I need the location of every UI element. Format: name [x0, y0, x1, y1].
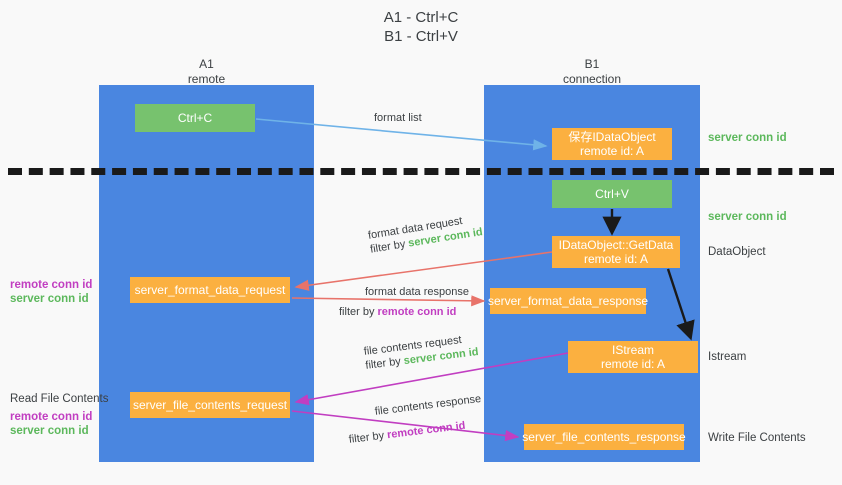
lane-b1-subtitle: connection — [562, 72, 622, 86]
box-server-format-data-response-label: server_format_data_response — [487, 294, 649, 308]
box-server-file-contents-response-label: server_file_contents_response — [522, 430, 686, 444]
right-label-dataobject: DataObject — [708, 246, 766, 258]
lane-a1-subtitle: remote — [187, 72, 226, 86]
filter-prefix: filter by — [348, 429, 388, 446]
left-label-server-conn-id-1: server conn id — [10, 293, 89, 305]
box-getdata-line2: remote id: A — [583, 252, 648, 266]
box-ctrl-v[interactable]: Ctrl+V — [552, 180, 672, 208]
box-server-file-contents-request-label: server_file_contents_request — [132, 398, 288, 412]
box-getdata-text: IDataObject::GetData remote id: A — [559, 238, 674, 266]
filter-prefix: filter by — [339, 306, 378, 318]
box-save-idataobject-line2: remote id: A — [579, 144, 645, 158]
edge-label-format-data-response-filter: filter by remote conn id — [339, 305, 456, 319]
filter-id-remote-conn: remote conn id — [377, 306, 457, 318]
right-label-server-conn-id-mid: server conn id — [708, 211, 787, 223]
box-istream-line1: IStream — [611, 343, 654, 357]
filter-id-remote-conn: remote conn id — [386, 419, 467, 442]
lane-a1-name: A1 — [199, 57, 214, 71]
title-line-2: B1 - Ctrl+V — [384, 28, 458, 45]
filter-prefix: filter by — [364, 355, 405, 372]
box-istream[interactable]: IStream remote id: A — [568, 341, 698, 373]
box-server-file-contents-request[interactable]: server_file_contents_request — [130, 392, 290, 418]
left-label-remote-conn-id-2: remote conn id — [10, 411, 93, 423]
diagram-title: A1 - Ctrl+C B1 - Ctrl+V — [0, 8, 842, 46]
right-label-server-conn-id-top: server conn id — [708, 132, 787, 144]
box-idataobject-getdata[interactable]: IDataObject::GetData remote id: A — [552, 236, 680, 268]
right-label-istream: Istream — [708, 351, 747, 363]
left-label-remote-conn-id-1: remote conn id — [10, 279, 93, 291]
box-ctrl-c[interactable]: Ctrl+C — [135, 104, 255, 132]
box-server-format-data-request[interactable]: server_format_data_request — [130, 277, 290, 303]
box-ctrl-c-label: Ctrl+C — [177, 111, 213, 125]
lane-header-b1: B1 connection — [484, 57, 700, 87]
edge-label-file-contents-request: file contents request filter by server c… — [363, 331, 479, 373]
box-server-file-contents-response[interactable]: server_file_contents_response — [522, 424, 686, 450]
left-label-server-conn-id-2: server conn id — [10, 425, 89, 437]
title-line-1: A1 - Ctrl+C — [383, 9, 459, 26]
box-server-format-data-response[interactable]: server_format_data_response — [487, 288, 649, 314]
box-getdata-line1: IDataObject::GetData — [558, 238, 674, 252]
right-label-write-file-contents: Write File Contents — [708, 432, 806, 444]
phase-separator-dashed-line — [8, 168, 834, 175]
box-istream-text: IStream remote id: A — [601, 343, 665, 371]
lane-header-a1: A1 remote — [99, 57, 314, 87]
edge-label-file-contents-response-text: file contents response — [374, 392, 482, 418]
box-save-idataobject[interactable]: 保存IDataObject remote id: A — [552, 128, 672, 160]
lane-b1-name: B1 — [584, 57, 600, 71]
box-ctrl-v-label: Ctrl+V — [595, 187, 629, 201]
box-istream-line2: remote id: A — [600, 357, 666, 371]
edge-label-file-contents-response-filter: filter by remote conn id — [348, 419, 466, 447]
edge-label-format-data-response: format data response — [365, 285, 469, 299]
edge-label-file-contents-response: file contents response — [374, 392, 482, 419]
edge-label-format-data-response-text: format data response — [365, 286, 469, 298]
edge-label-format-list: format list — [374, 111, 422, 125]
box-server-format-data-request-label: server_format_data_request — [134, 283, 286, 297]
edge-label-format-list-text: format list — [374, 112, 422, 124]
box-save-idataobject-text: 保存IDataObject remote id: A — [568, 130, 655, 158]
box-save-idataobject-line1: 保存IDataObject — [568, 130, 656, 144]
edge-label-format-data-request: format data request filter by server con… — [367, 211, 484, 256]
left-label-read-file-contents: Read File Contents — [10, 393, 109, 405]
